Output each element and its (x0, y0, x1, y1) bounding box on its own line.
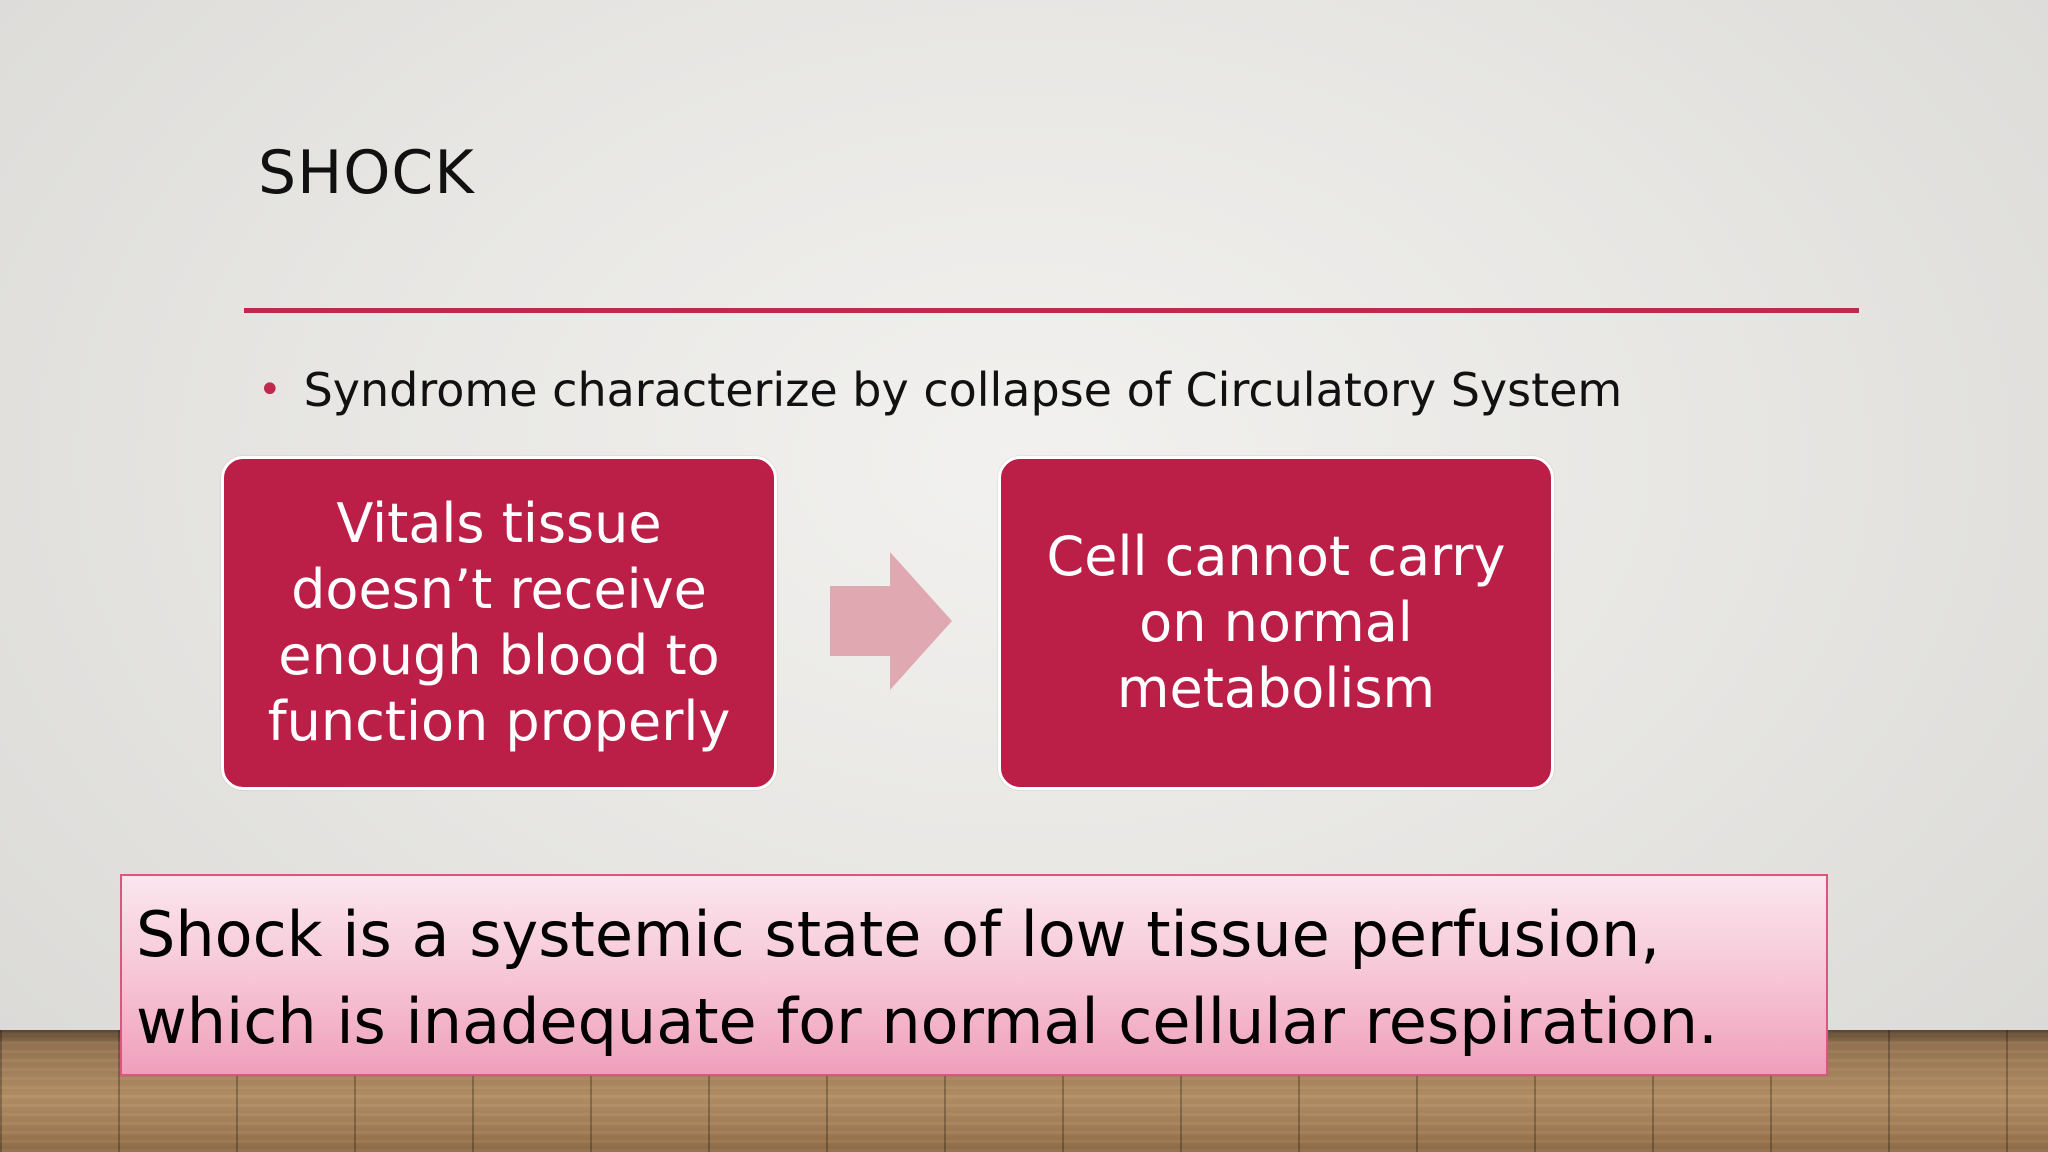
process-box-left-line: Vitals tissue (336, 492, 662, 556)
bullet-item: • Syndrome characterize by collapse of C… (258, 363, 1622, 417)
process-box-left: Vitals tissue doesn’t receive enough blo… (221, 456, 777, 790)
right-arrow-icon (830, 552, 952, 690)
process-box-left-line: function properly (267, 689, 731, 753)
callout-line-1: Shock is a systemic state of low tissue … (136, 898, 1661, 971)
process-box-right-line: on normal (1139, 591, 1413, 655)
process-box-left-line: enough blood to (278, 624, 720, 687)
bullet-dot-icon: • (258, 367, 282, 413)
process-box-left-line: doesn’t receive (291, 558, 707, 622)
title-underline (244, 308, 1859, 313)
process-box-right-line: Cell cannot carry (1046, 525, 1506, 589)
process-box-right: Cell cannot carry on normal metabolism (998, 456, 1554, 790)
bullet-text: Syndrome characterize by collapse of Cir… (303, 363, 1623, 417)
slide-title: SHOCK (258, 138, 475, 208)
process-box-right-line: metabolism (1116, 656, 1436, 720)
definition-callout: Shock is a systemic state of low tissue … (120, 874, 1828, 1076)
callout-line-2: which is inadequate for normal cellular … (136, 984, 1718, 1058)
